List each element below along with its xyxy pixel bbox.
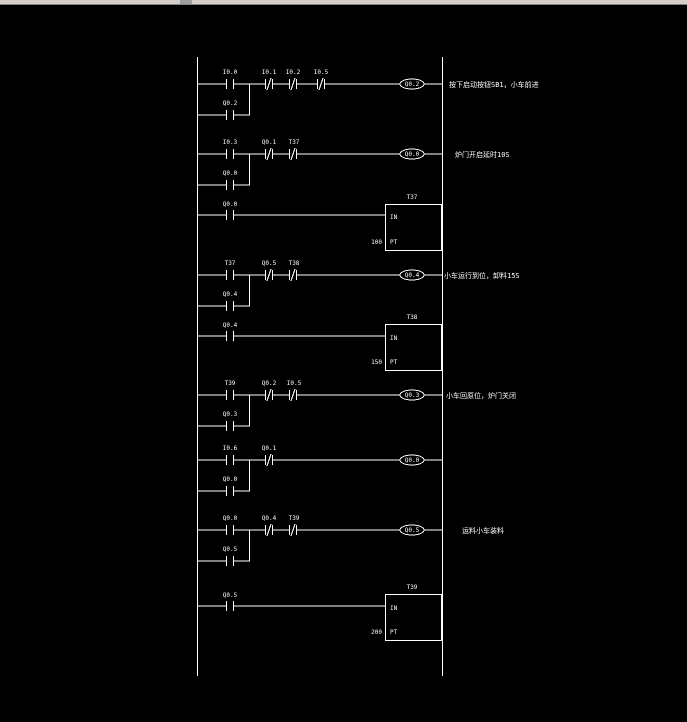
rung-comment: 按下启动按钮SB1，小车前进 <box>449 80 539 89</box>
timer-in-label: IN <box>390 214 398 221</box>
contact-label: Q0.2 <box>262 380 277 387</box>
timer-name: T37 <box>407 194 418 201</box>
contact-label: I0.5 <box>287 380 302 387</box>
branch-contact-label: Q0.0 <box>223 170 238 177</box>
contact-label: I0.2 <box>286 69 301 76</box>
rung-comment: 小车回原位，炉门关闭 <box>446 391 516 400</box>
branch-contact-label: Q0.4 <box>223 291 238 298</box>
rung-comment: 炉门开启延时10S <box>455 150 510 159</box>
branch-contact-label: Q0.3 <box>223 411 238 418</box>
coil-label: Q0.3 <box>405 392 420 399</box>
contact-label: Q0.4 <box>223 322 238 329</box>
contact-label: I0.5 <box>314 69 329 76</box>
rung-comment: 小车运行到位，卸料15S <box>444 271 520 280</box>
coil-label: Q0.2 <box>405 81 420 88</box>
contact-label: I0.3 <box>223 139 238 146</box>
contact-label: I0.6 <box>223 445 238 452</box>
contact-label: Q0.0 <box>223 201 238 208</box>
contact-label: T39 <box>225 380 236 387</box>
timer-name: T38 <box>407 314 418 321</box>
contact-label: T37 <box>289 139 300 146</box>
timer-name: T39 <box>407 584 418 591</box>
scrollbar-thumb[interactable] <box>180 0 192 4</box>
window-top-scrollbar[interactable] <box>0 0 687 5</box>
timer-pt-label: PT <box>390 239 398 246</box>
timer-in-label: IN <box>390 605 398 612</box>
coil-label: Q0.0 <box>405 457 420 464</box>
timer-preset: 200 <box>371 629 382 636</box>
timer-pt-label: PT <box>390 359 398 366</box>
contact-label: T38 <box>289 260 300 267</box>
contact-label: T39 <box>289 515 300 522</box>
contact-label: Q0.1 <box>262 445 277 452</box>
coil-label: Q0.4 <box>405 272 420 279</box>
timer-preset: 100 <box>371 239 382 246</box>
timer-pt-label: PT <box>390 629 398 636</box>
coil-label: Q0.5 <box>405 527 420 534</box>
contact-label: I0.0 <box>223 69 238 76</box>
coil-label: Q0.0 <box>405 151 420 158</box>
contact-label: Q0.4 <box>262 515 277 522</box>
contact-label: Q0.5 <box>262 260 277 267</box>
contact-label: Q0.1 <box>262 139 277 146</box>
rung-comment: 运料小车装料 <box>462 526 504 535</box>
timer-in-label: IN <box>390 335 398 342</box>
contact-label: Q0.5 <box>223 592 238 599</box>
contact-label: I0.1 <box>262 69 277 76</box>
branch-contact-label: Q0.5 <box>223 546 238 553</box>
contact-label: Q0.0 <box>223 515 238 522</box>
timer-preset: 150 <box>371 359 382 366</box>
contact-label: T37 <box>225 260 236 267</box>
branch-contact-label: Q0.2 <box>223 100 238 107</box>
branch-contact-label: Q0.0 <box>223 476 238 483</box>
